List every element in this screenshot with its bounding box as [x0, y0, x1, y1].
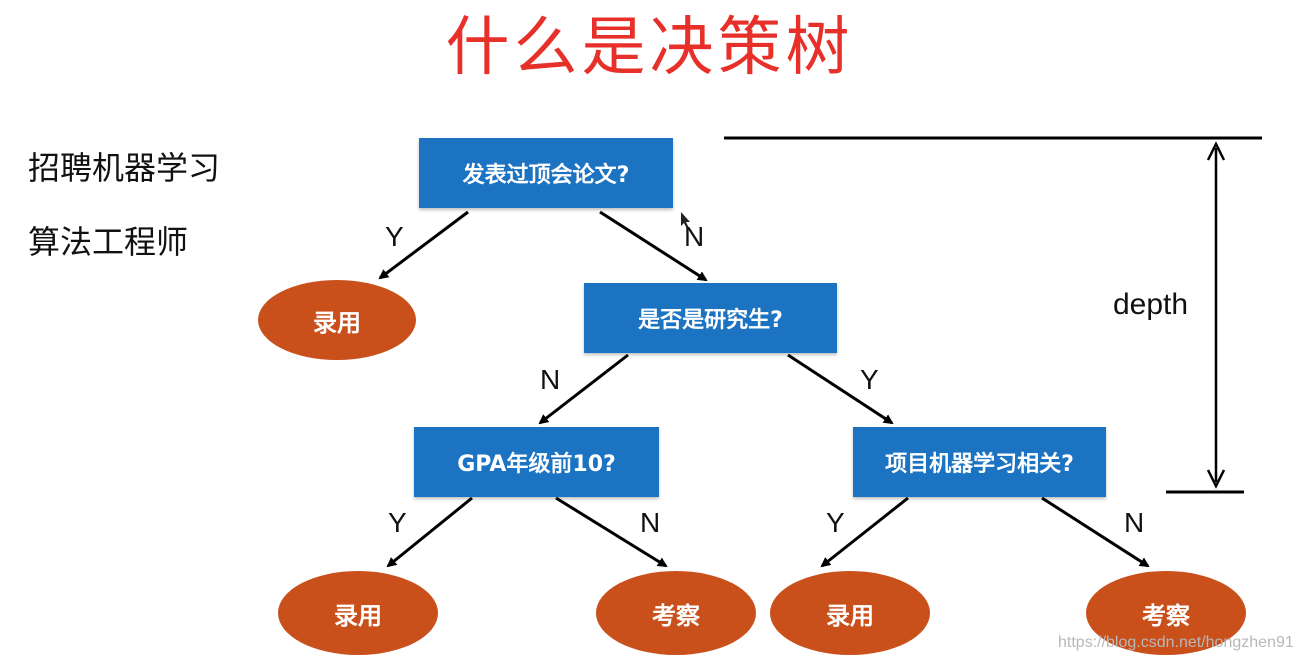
leaf-hire: 录用 [258, 280, 416, 360]
edge-label-root-yes: Y [385, 221, 404, 252]
leaf-hire: 录用 [278, 571, 438, 655]
edge-root-no [599, 210, 708, 282]
depth-label: depth [1113, 288, 1189, 321]
watermark: https://blog.csdn.net/hongzhen91 [1058, 634, 1294, 651]
edge-root-yes [378, 210, 469, 280]
decision-node-graduate: 是否是研究生? [584, 283, 837, 353]
leaf-consider: 考察 [596, 571, 756, 655]
edge-proj-no [1041, 496, 1150, 568]
edge-gpa-yes [386, 496, 473, 568]
edge-grad-yes [787, 353, 894, 425]
edge-gpa-no [555, 496, 668, 568]
leaf-consider: 考察 [1086, 571, 1246, 655]
leaf-hire: 录用 [770, 571, 930, 655]
edge-proj-yes [820, 496, 909, 568]
page-title: 什么是决策树 [445, 11, 854, 85]
decision-node-project: 项目机器学习相关? [853, 427, 1106, 497]
edge-grad-no [538, 353, 629, 425]
edge-label-grad-no: N [540, 364, 561, 395]
depth-arrow-head-top [1206, 141, 1226, 161]
depth-arrow-head-bottom [1206, 469, 1226, 489]
decision-node-gpa: GPA年级前10? [414, 427, 659, 497]
edge-label-root-no: N [684, 221, 705, 252]
side-text-line-1: 招聘机器学习 [28, 149, 221, 187]
edge-label-gpa-yes: Y [388, 507, 407, 538]
edge-label-grad-yes: Y [860, 364, 879, 395]
cursor-icon [681, 212, 690, 229]
edge-label-proj-no: N [1124, 507, 1145, 538]
edge-label-gpa-no: N [640, 507, 661, 538]
side-text-line-2: 算法工程师 [28, 223, 189, 261]
decision-node-paper: 发表过顶会论文? [419, 138, 673, 208]
edge-label-proj-yes: Y [826, 507, 845, 538]
